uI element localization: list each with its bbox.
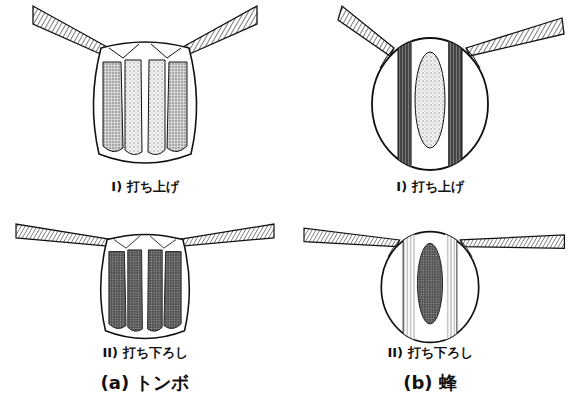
stroke-label: II) 打ち下ろし	[102, 345, 187, 361]
stroke-label: I) 打ち上げ	[396, 179, 463, 195]
stroke-label: I) 打ち上げ	[111, 179, 178, 195]
panel-caption: (b) 蜂	[403, 372, 457, 394]
panel-caption: (a) トンボ	[101, 372, 190, 394]
stroke-label: II) 打ち下ろし	[387, 345, 472, 361]
